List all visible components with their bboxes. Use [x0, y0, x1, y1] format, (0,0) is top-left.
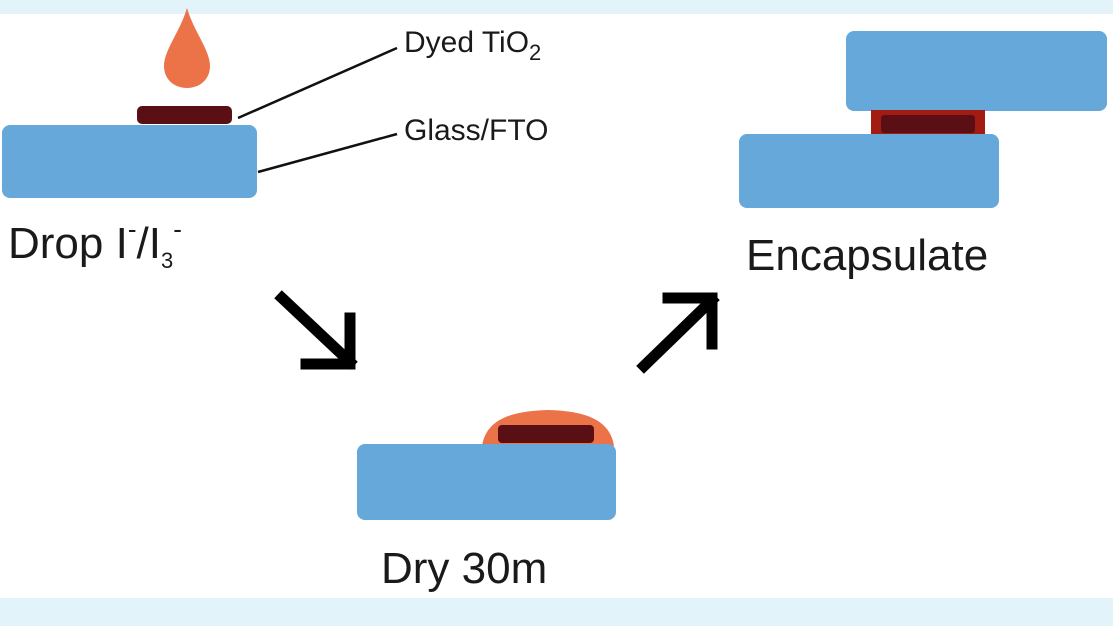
dyed-tio2-label: Dyed TiO2 — [404, 26, 541, 65]
top-band — [0, 0, 1113, 14]
step-encapsulate: Encapsulate — [739, 31, 1107, 280]
bottom-band — [0, 598, 1113, 626]
step-drop-label: Drop I-/I3- — [8, 214, 182, 273]
step-drop: Dyed TiO2 Glass/FTO Drop I-/I3- — [2, 8, 548, 273]
triiodide-superscript: - — [173, 214, 182, 244]
glass-fto-leader-line — [257, 132, 398, 174]
droplet-icon — [164, 8, 210, 88]
bottom-glass-substrate — [739, 134, 999, 208]
drop-text: Drop I — [8, 219, 128, 268]
dyed-tio2-layer — [498, 425, 594, 443]
arrow-down-right-icon — [274, 290, 358, 370]
dyed-tio2-subscript: 2 — [529, 40, 541, 65]
slash-i-text: /I — [137, 219, 161, 268]
dyed-tio2-layer — [881, 115, 975, 133]
iodide-superscript: - — [128, 214, 137, 244]
dyed-tio2-layer — [137, 106, 232, 124]
step-encapsulate-label: Encapsulate — [746, 231, 988, 280]
glass-fto-substrate — [357, 444, 616, 520]
glass-fto-label: Glass/FTO — [404, 114, 548, 147]
triiodide-subscript: 3 — [161, 248, 173, 273]
step-dry: Dry 30m — [357, 410, 616, 593]
arrow-up-right-icon — [636, 292, 720, 374]
glass-fto-substrate — [2, 125, 257, 198]
top-glass-substrate — [846, 31, 1107, 111]
dyed-tio2-main: Dyed TiO — [404, 26, 529, 59]
step-dry-label: Dry 30m — [381, 544, 547, 593]
dyed-tio2-leader-line — [237, 46, 398, 120]
